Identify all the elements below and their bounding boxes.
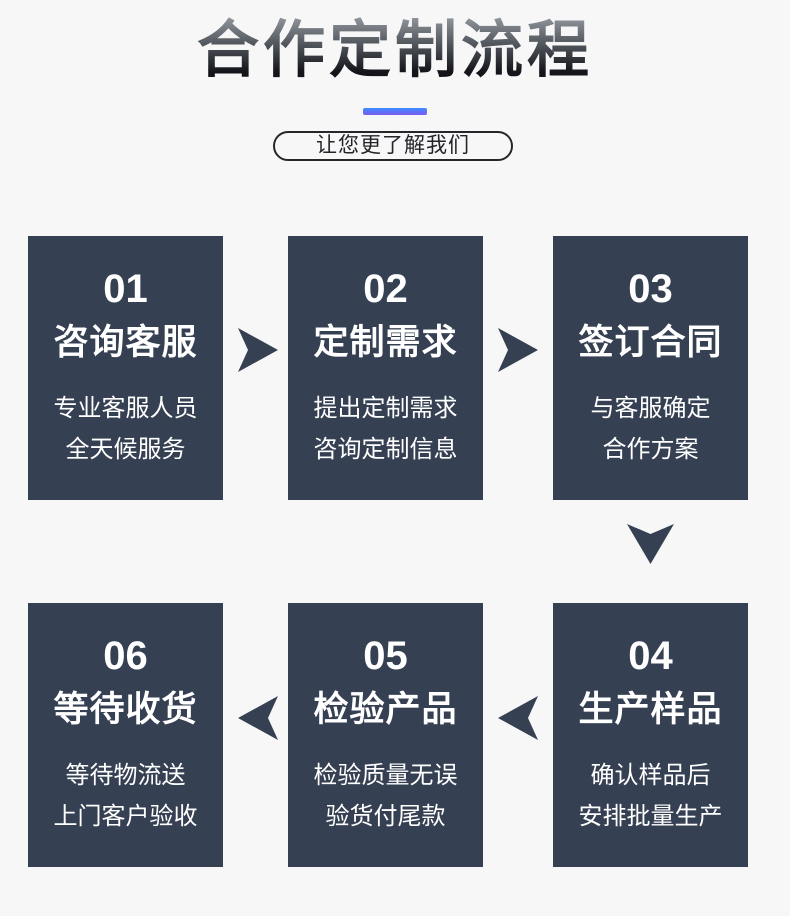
step-title: 签订合同	[578, 323, 723, 362]
subtitle-pill: 让您更了解我们	[273, 131, 513, 161]
arrow-down-icon	[627, 524, 674, 564]
step-title: 生产样品	[578, 690, 723, 729]
step-description-line: 验货付尾款	[325, 803, 446, 830]
arrow-right-icon	[238, 328, 278, 372]
step-card-06: 06 等待收货 等待物流送 上门客户验收	[28, 603, 223, 867]
step-description: 与客服确定 合作方案	[553, 388, 748, 470]
step-title: 定制需求	[313, 323, 458, 362]
step-title: 咨询客服	[53, 323, 198, 362]
step-number: 06	[103, 634, 148, 678]
step-description: 检验质量无误 验货付尾款	[288, 755, 483, 837]
arrow-down-shape	[627, 524, 674, 564]
arrow-right-shape	[498, 328, 538, 372]
step-number: 05	[363, 634, 408, 678]
step-description-line: 与客服确定	[590, 395, 711, 422]
step-description-line: 上门客户验收	[53, 803, 198, 830]
step-description-line: 检验质量无误	[313, 762, 458, 789]
step-description: 等待物流送 上门客户验收	[28, 755, 223, 837]
step-number: 03	[628, 267, 673, 311]
step-description-line: 安排批量生产	[578, 803, 723, 830]
arrow-left-icon	[238, 696, 278, 740]
step-card-04: 04 生产样品 确认样品后 安排批量生产	[553, 603, 748, 867]
arrow-left-shape	[498, 696, 538, 740]
step-card-02: 02 定制需求 提出定制需求 咨询定制信息	[288, 236, 483, 500]
step-description-line: 提出定制需求	[313, 395, 458, 422]
step-description-line: 等待物流送	[65, 762, 186, 789]
page-title: 合作定制流程	[0, 14, 790, 88]
step-description: 确认样品后 安排批量生产	[553, 755, 748, 837]
step-card-05: 05 检验产品 检验质量无误 验货付尾款	[288, 603, 483, 867]
step-description-line: 咨询定制信息	[313, 436, 458, 463]
step-description-line: 专业客服人员	[53, 395, 198, 422]
arrow-left-icon	[498, 696, 538, 740]
arrow-right-icon	[498, 328, 538, 372]
step-description-line: 合作方案	[602, 436, 699, 463]
subtitle-text: 让您更了解我们	[316, 134, 470, 157]
step-card-03: 03 签订合同 与客服确定 合作方案	[553, 236, 748, 500]
step-number: 04	[628, 634, 673, 678]
step-description: 专业客服人员 全天候服务	[28, 388, 223, 470]
step-description-line: 全天候服务	[65, 436, 186, 463]
arrow-left-shape	[238, 696, 278, 740]
step-card-01: 01 咨询客服 专业客服人员 全天候服务	[28, 236, 223, 500]
step-number: 01	[103, 267, 148, 311]
step-title: 等待收货	[53, 690, 198, 729]
step-description-line: 确认样品后	[590, 762, 711, 789]
step-description: 提出定制需求 咨询定制信息	[288, 388, 483, 470]
arrow-right-shape	[238, 328, 278, 372]
step-number: 02	[363, 267, 408, 311]
title-underline-accent	[363, 108, 427, 115]
step-title: 检验产品	[313, 690, 458, 729]
